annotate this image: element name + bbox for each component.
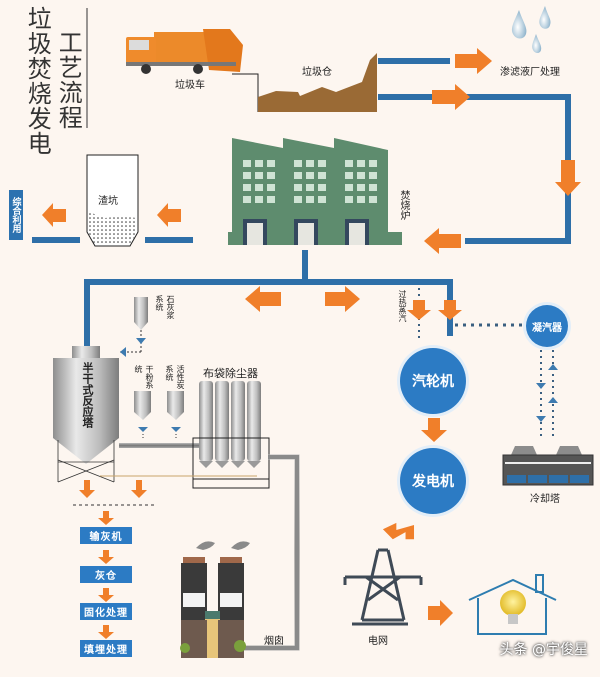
reactor-to-filter-pipe bbox=[119, 443, 199, 448]
label-leachate: 渗滤液厂处理 bbox=[500, 67, 560, 78]
arrow-down-steam-a bbox=[407, 300, 431, 320]
filter-to-chimney-pipe bbox=[235, 454, 300, 651]
slag-pipe-right bbox=[145, 237, 193, 243]
label-slag-pit: 渣坑 bbox=[98, 196, 118, 207]
arrow-to-grid bbox=[382, 522, 415, 540]
cooling-tower bbox=[502, 446, 594, 486]
label-activated-carbon: 活性炭系统 bbox=[165, 365, 185, 389]
label-dry-powder: 干粉系统 bbox=[134, 365, 154, 389]
garbage-pile bbox=[258, 53, 377, 112]
arrow-down-turbine bbox=[421, 418, 447, 442]
label-reactor: 半干式反应塔 bbox=[81, 362, 94, 428]
activated-carbon-silo bbox=[167, 391, 184, 440]
arrow-left-gas bbox=[245, 286, 281, 312]
arrow-right-house bbox=[428, 600, 453, 626]
arrow-down-steam-b bbox=[438, 300, 462, 320]
title-sub: 工艺流程 bbox=[54, 30, 83, 130]
arrow-down-ash-b bbox=[131, 480, 147, 498]
slag-fill bbox=[88, 212, 137, 245]
leachate-pipe bbox=[378, 58, 450, 64]
ash-step-landfill: 填埋处理 bbox=[80, 640, 132, 657]
label-lime-slurry: 石灰浆系统 bbox=[155, 295, 175, 319]
ash-step-conveyor: 输灰机 bbox=[80, 527, 132, 544]
condenser-node: 凝汽器 bbox=[526, 305, 568, 347]
arrow-left-slag bbox=[157, 203, 181, 227]
arrows-down-cooling bbox=[536, 383, 546, 422]
power-tower-icon bbox=[343, 548, 423, 626]
label-garbage-truck: 垃圾车 bbox=[175, 80, 205, 91]
filter-to-chimney-pipe-core bbox=[235, 455, 299, 650]
label-chimney: 烟囱 bbox=[264, 636, 284, 647]
arrow-right-steam bbox=[325, 286, 360, 312]
arrow-right-feed bbox=[432, 84, 470, 110]
ash-step-solidification: 固化处理 bbox=[80, 603, 132, 620]
flue-pipe-vertical bbox=[302, 250, 308, 282]
chimney-icon bbox=[180, 541, 250, 658]
label-superheated-steam: 过热蒸汽 bbox=[398, 290, 407, 322]
label-comprehensive-use: 综合利用 bbox=[9, 190, 23, 240]
dry-powder-silo bbox=[134, 391, 151, 440]
label-garbage-bin: 垃圾仓 bbox=[302, 67, 332, 78]
arrow-left-use bbox=[42, 203, 66, 227]
turbine-node: 汽轮机 bbox=[400, 348, 466, 414]
bag-filter bbox=[100, 381, 270, 489]
label-grid: 电网 bbox=[368, 636, 388, 647]
label-cooling-tower: 冷却塔 bbox=[530, 494, 560, 505]
arrow-down-feed bbox=[555, 160, 581, 196]
arrow-down-ash-3 bbox=[98, 588, 114, 602]
arrow-right-leachate bbox=[455, 48, 492, 74]
water-drops-icon bbox=[511, 6, 551, 53]
arrow-left-feed bbox=[424, 228, 461, 254]
title-main: 垃圾焚烧发电 bbox=[23, 6, 52, 156]
arrow-down-ash-4 bbox=[98, 625, 114, 639]
truck-dump-line bbox=[232, 73, 259, 112]
arrows-up-cooling bbox=[548, 364, 558, 403]
incinerator-factory-icon bbox=[218, 138, 402, 245]
generator-node: 发电机 bbox=[400, 448, 466, 514]
lime-slurry-silo bbox=[120, 297, 148, 357]
label-incinerator: 焚烧炉 bbox=[398, 190, 409, 220]
garbage-truck-icon bbox=[126, 29, 243, 74]
watermark: 头条 @宇俊星 bbox=[499, 642, 588, 658]
arrow-down-ash-2 bbox=[98, 550, 114, 564]
arrow-down-ash-1 bbox=[98, 511, 114, 525]
label-bag-filter: 布袋除尘器 bbox=[203, 367, 258, 380]
ash-step-silo: 灰仓 bbox=[80, 566, 132, 583]
arrow-down-ash-a bbox=[79, 480, 95, 498]
semi-dry-reactor bbox=[53, 346, 119, 483]
house-bulb-icon bbox=[468, 574, 557, 635]
slag-pipe-left bbox=[32, 237, 80, 243]
